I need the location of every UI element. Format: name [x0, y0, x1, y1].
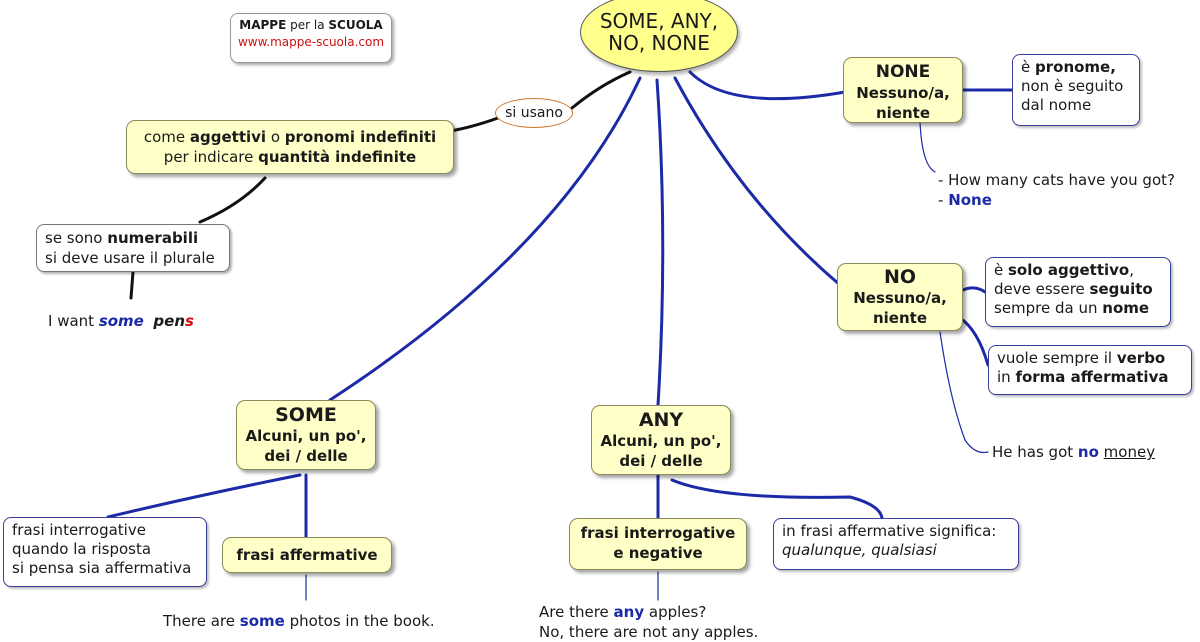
connector-title-any [655, 78, 665, 407]
some-node: SOME Alcuni, un po', dei / delle [236, 400, 376, 470]
connector-title-si-usano [570, 70, 632, 110]
connector-no-note2 [958, 316, 990, 367]
some-plural-example: I want some pens [48, 312, 194, 330]
no-node: NO Nessuno/a, niente [837, 263, 963, 331]
logo-brand-a: MAPPE [239, 18, 287, 32]
some-affirmative-node: frasi affermative [222, 537, 392, 573]
any-node: ANY Alcuni, un po', dei / delle [591, 405, 731, 475]
title-line2: NO, NONE [608, 31, 710, 55]
logo-url: www.mappe-scuola.com [237, 35, 385, 49]
title-node: SOME, ANY, NO, NONE [580, 0, 738, 72]
logo-brand-b: SCUOLA [328, 18, 383, 32]
none-example: - How many cats have you got? - None [938, 171, 1175, 209]
connector-title-none [688, 70, 847, 101]
any-affirmative-note: in frasi affermative significa: qualunqu… [773, 518, 1019, 570]
title-line1: SOME, ANY, [599, 9, 719, 33]
any-interrogative-node: frasi interrogative e negative [569, 518, 747, 570]
connector-no-example [939, 331, 989, 454]
none-node: NONE Nessuno/a, niente [843, 57, 963, 123]
numerabili-node: se sono numerabili si deve usare il plur… [36, 224, 230, 272]
no-note-adjective: è solo aggettivo, deve essere seguito se… [985, 257, 1171, 327]
connector-title-some [328, 76, 642, 402]
some-interrogative-note: frasi interrogative quando la risposta s… [3, 517, 207, 587]
connector-use-numerabili [198, 176, 267, 224]
any-example: Are there any apples? No, there are not … [539, 603, 759, 641]
si-usano-label: si usano [495, 98, 573, 128]
logo-connector: per la [290, 18, 325, 32]
connector-no-note1 [961, 286, 987, 294]
connector-any-affirm [670, 478, 884, 520]
no-example: He has got no money [992, 443, 1156, 461]
connector-some-interrog [106, 473, 302, 519]
use-node: come aggettivi o pronomi indefiniti per … [126, 120, 454, 174]
connector-numerabili-example [129, 270, 135, 300]
some-example: There are some photos in the book. [163, 612, 435, 630]
brand-logo: MAPPE per la SCUOLA www.mappe-scuola.com [230, 13, 392, 63]
connector-none-example [919, 121, 936, 173]
connector-title-no [673, 76, 842, 287]
none-note: è pronome, non è seguito dal nome [1012, 54, 1140, 126]
no-note-verb: vuole sempre il verbo in forma affermati… [988, 345, 1192, 395]
